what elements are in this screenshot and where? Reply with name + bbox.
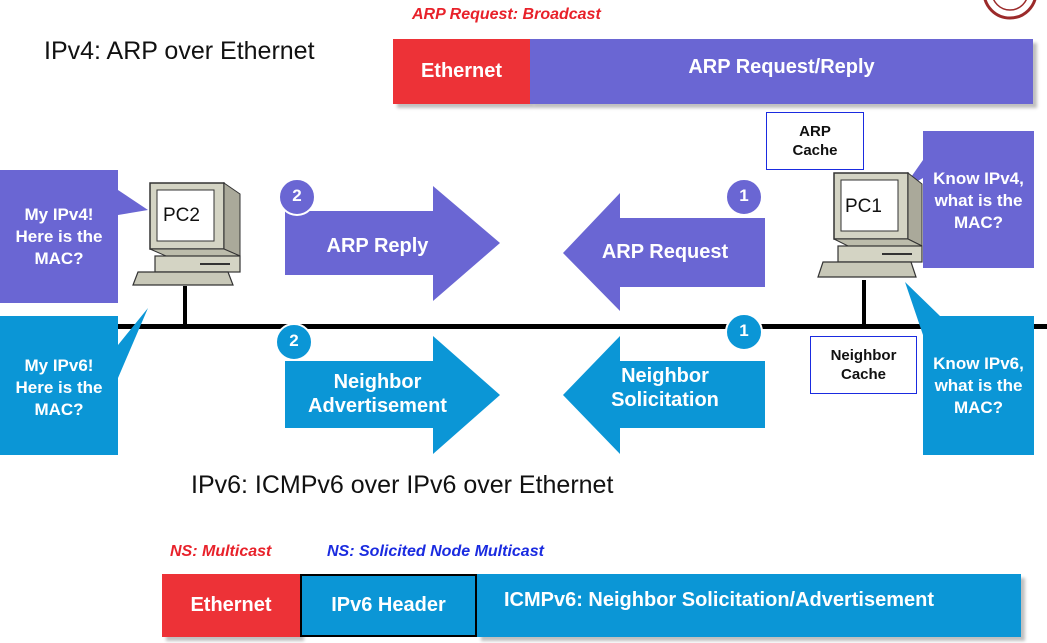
arp-cache-box: ARP Cache [766, 112, 864, 170]
arp-request-arrow [563, 193, 765, 311]
step-number-arp-request: 1 [739, 186, 749, 205]
arp-frame-ethernet: Ethernet [393, 39, 530, 104]
arp-request-label: ARP Request [601, 241, 729, 263]
arp-frame-caption: ARP Request: Broadcast [412, 6, 601, 23]
step-number-ns: 1 [739, 321, 749, 340]
university-seal-icon [983, 0, 1037, 20]
neighbor-advertisement-label: Neighbor Advertisement [308, 371, 447, 417]
ipv6-frame-header: IPv6 Header [300, 574, 477, 637]
neighbor-advertisement-arrow [285, 336, 500, 454]
step-circle-arp-request [725, 178, 763, 216]
pc2-label: PC2 [163, 205, 200, 226]
pc2-ipv6-callout-text: My IPv6! Here is the MAC? [15, 356, 103, 419]
neighbor-solicitation-label: Neighbor Solicitation [611, 365, 719, 411]
ipv6-frame-ethernet: Ethernet [162, 574, 300, 637]
pc1-label: PC1 [845, 196, 882, 217]
arp-frame-payload: ARP Request/Reply [530, 39, 1033, 104]
pc1-computer-icon [817, 171, 923, 278]
step-number-na: 2 [289, 331, 299, 350]
ipv6-frame-caption-snm: NS: Solicited Node Multicast [327, 543, 544, 560]
pc1-ipv6-callout-text: Know IPv6, what is the MAC? [933, 354, 1024, 417]
pc2-computer-icon [132, 182, 241, 286]
step-circle-na [275, 323, 313, 361]
step-number-arp-reply: 2 [292, 186, 302, 205]
arp-reply-label: ARP Reply [326, 235, 429, 257]
ethernet-wire [118, 324, 1047, 329]
ipv6-frame-payload: ICMPv6: Neighbor Solicitation/Advertisem… [477, 574, 1021, 637]
pc1-ipv4-callout [902, 131, 1034, 268]
ipv4-title: IPv4: ARP over Ethernet [44, 37, 315, 65]
ipv6-frame-caption-multicast: NS: Multicast [170, 543, 272, 560]
ipv6-title: IPv6: ICMPv6 over IPv6 over Ethernet [191, 471, 614, 499]
pc1-ipv6-callout [905, 282, 1034, 455]
pc2-ipv6-callout [0, 308, 148, 455]
neighbor-cache-box: Neighbor Cache [810, 336, 917, 394]
pc1-ipv4-callout-text: Know IPv4, what is the MAC? [933, 169, 1024, 232]
pc2-ipv4-callout [0, 170, 148, 303]
neighbor-solicitation-arrow [563, 336, 765, 454]
step-circle-ns [725, 313, 763, 351]
pc2-drop-line [183, 286, 187, 326]
step-circle-arp-reply [278, 178, 316, 216]
arp-reply-arrow [285, 186, 500, 301]
pc2-ipv4-callout-text: My IPv4! Here is the MAC? [15, 205, 103, 268]
pc1-drop-line [862, 280, 866, 326]
